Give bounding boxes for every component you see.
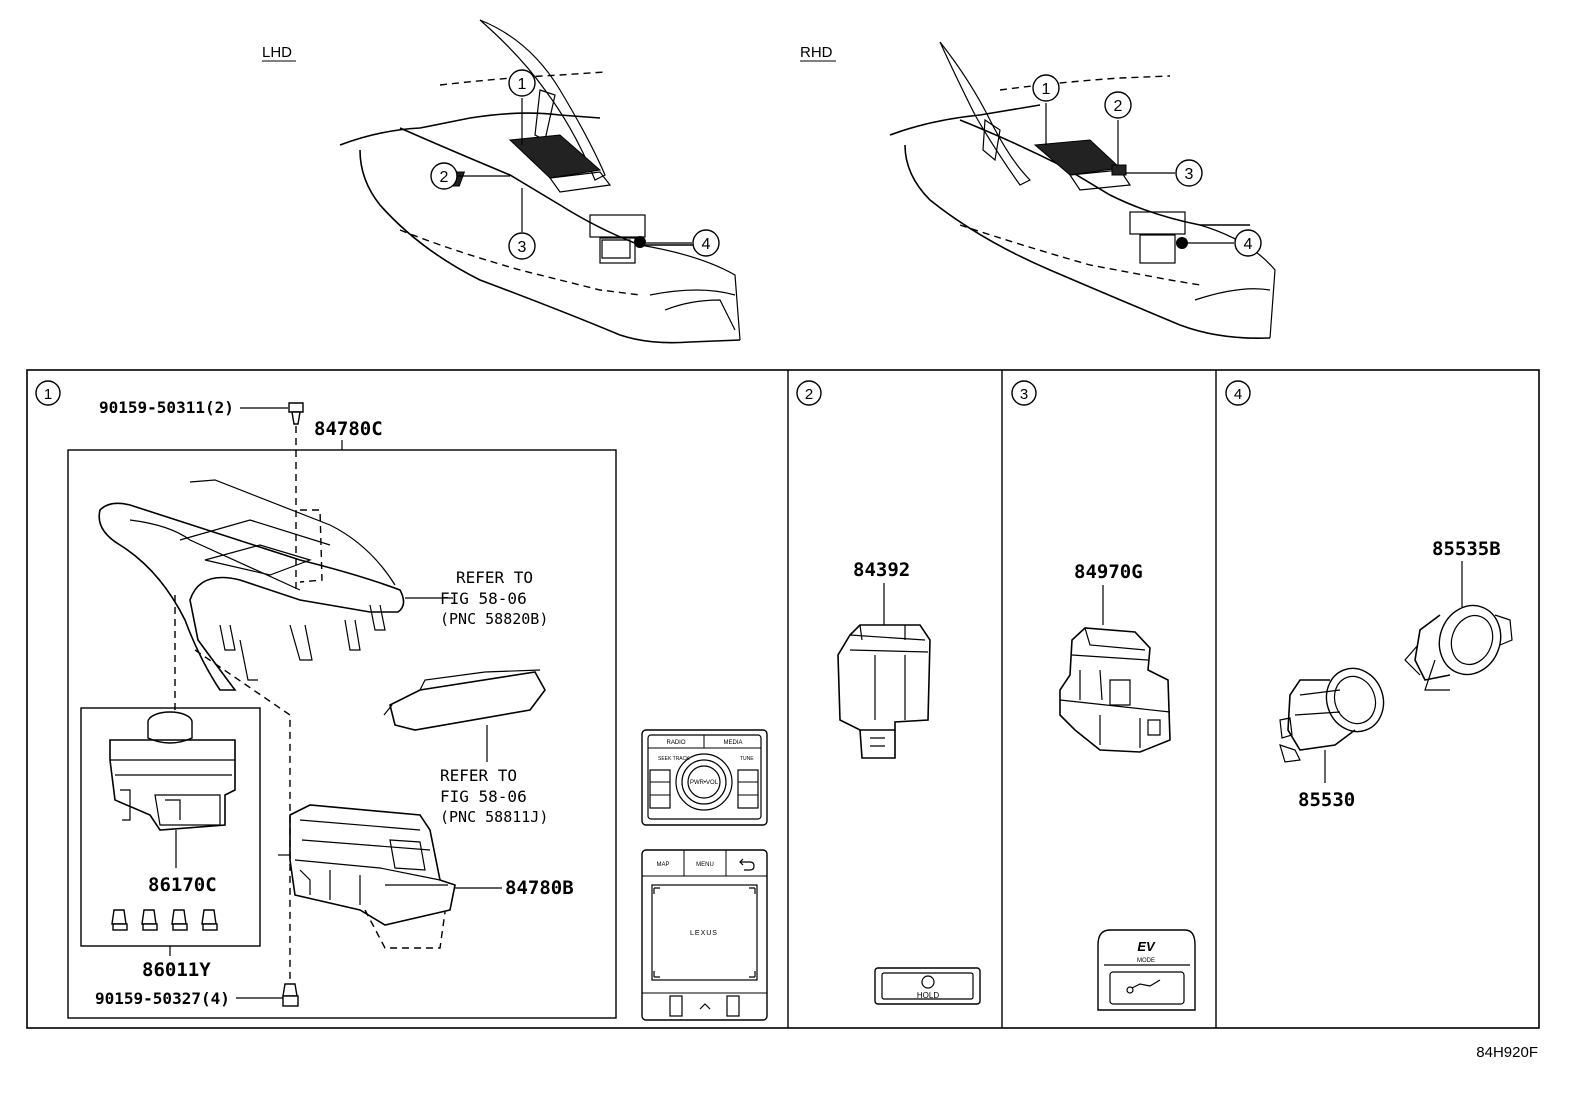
switch-unit	[278, 804, 456, 949]
svg-text:3: 3	[518, 239, 527, 256]
pwr-vol-label: PWR•VOL	[690, 780, 719, 786]
svg-text:3: 3	[1020, 386, 1028, 403]
svg-text:FIG 58-06: FIG 58-06	[440, 589, 527, 608]
svg-text:1: 1	[1042, 81, 1051, 98]
lhd-callout-3: 3	[508, 232, 536, 260]
hold-button: HOLD	[874, 967, 981, 1005]
svg-text:2: 2	[805, 386, 813, 403]
svg-text:4: 4	[702, 236, 711, 253]
svg-text:REFER TO: REFER TO	[456, 568, 533, 587]
hold-switch	[837, 624, 931, 759]
screw-bottom-icon	[282, 983, 299, 1007]
knob-label: 86170C	[148, 874, 217, 896]
svg-text:FIG 58-06: FIG 58-06	[440, 787, 527, 806]
rhd-callout-4: 4	[1234, 229, 1262, 257]
svg-text:(PNC 58811J): (PNC 58811J)	[440, 808, 548, 826]
section-2: 2 84392 HOLD	[796, 380, 981, 1005]
remote-knob-unit	[109, 711, 236, 831]
power-socket	[1279, 667, 1385, 763]
lhd-callout-4: 4	[692, 229, 720, 257]
rhd-callout-3: 3	[1175, 159, 1203, 187]
svg-text:REFER TO: REFER TO	[440, 766, 517, 785]
svg-text:4: 4	[1234, 386, 1242, 403]
assembly-box	[67, 449, 617, 1019]
kit-screws-icon	[111, 909, 218, 931]
section-3: 3 84970G EV MODE	[1011, 380, 1196, 1011]
kit-label: 86011Y	[142, 959, 211, 981]
socket-holder	[1404, 604, 1513, 691]
refer-note-1: REFER TO FIG 58-06 (PNC 58820B)	[440, 568, 548, 628]
svg-text:1: 1	[44, 386, 52, 403]
touchpad-brand-label: LEXUS	[690, 930, 718, 937]
section-1-number: 1	[35, 380, 61, 406]
svg-text:2: 2	[440, 169, 449, 186]
rhd-callout-1: 1	[1032, 74, 1060, 102]
screw-bottom-label: 90159-50327(4)	[95, 989, 230, 1008]
radio-button-label: RADIO	[666, 740, 685, 746]
section-4-number: 4	[1225, 380, 1251, 406]
section-2-number: 2	[796, 380, 822, 406]
svg-text:1: 1	[518, 76, 527, 93]
screw-top-label: 90159-50311(2)	[99, 398, 234, 417]
section-1: 1 90159-50311(2) 84780C REF	[35, 380, 768, 1021]
assembly-label: 84780C	[314, 418, 383, 440]
map-button-label: MAP	[656, 862, 669, 868]
figure-code: 84H920F	[1476, 1044, 1538, 1061]
refer-note-2: REFER TO FIG 58-06 (PNC 58811J)	[440, 766, 548, 826]
ev-mode-label: MODE	[1137, 958, 1155, 964]
svg-text:4: 4	[1244, 236, 1253, 253]
lhd-console-view: LHD 1 2	[262, 19, 741, 344]
rhd-callout-2: 2	[1104, 91, 1132, 119]
seek-button-label: SEEK TRACK	[658, 756, 690, 762]
touchpad-panel: MAP MENU LEXUS	[641, 849, 768, 1021]
rhd-label: RHD	[800, 44, 833, 61]
section-3-number: 3	[1011, 380, 1037, 406]
hold-label: HOLD	[917, 991, 939, 1000]
switch-unit-label: 84780B	[505, 877, 574, 899]
trim-strip	[383, 669, 546, 731]
svg-text:(PNC 58820B): (PNC 58820B)	[440, 610, 548, 628]
screw-top-icon	[288, 402, 304, 425]
ev-label: EV	[1137, 939, 1156, 954]
lhd-label: LHD	[262, 44, 292, 61]
lhd-callout-2: 2	[430, 162, 458, 190]
parts-frame	[26, 369, 1540, 1029]
svg-text:3: 3	[1185, 166, 1194, 183]
part-85530-label: 85530	[1298, 789, 1355, 811]
audio-control-panel: RADIO MEDIA SEEK TRACK TUNE PWR•VOL	[641, 729, 768, 826]
tune-button-label: TUNE	[740, 756, 754, 762]
part-85535b-label: 85535B	[1432, 538, 1501, 560]
ev-mode-button: EV MODE	[1097, 929, 1196, 1011]
ev-mode-switch	[1059, 627, 1171, 753]
rhd-console-view: RHD 1 2 3 4	[800, 41, 1276, 340]
part-84970g-label: 84970G	[1074, 561, 1143, 583]
media-button-label: MEDIA	[723, 740, 742, 746]
svg-text:2: 2	[1114, 98, 1123, 115]
section-4: 4 85535B 85530	[1225, 380, 1513, 811]
console-trim-panel	[98, 479, 405, 691]
menu-button-label: MENU	[696, 862, 714, 868]
part-84392-label: 84392	[853, 559, 910, 581]
lhd-callout-1: 1	[508, 69, 536, 97]
